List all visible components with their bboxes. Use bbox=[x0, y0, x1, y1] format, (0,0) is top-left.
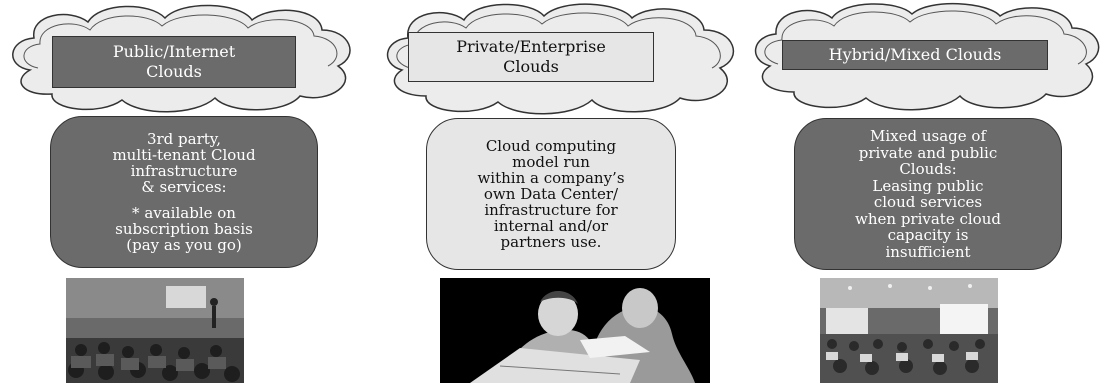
private-cloud-description: Cloud computing model run within a compa… bbox=[426, 118, 676, 270]
public-cloud-description: 3rd party, multi-tenant Cloud infrastruc… bbox=[50, 116, 318, 268]
private-cloud-column: Private/Enterprise Clouds Cloud computin… bbox=[380, 0, 750, 383]
private-cloud-title: Private/Enterprise Clouds bbox=[408, 32, 654, 82]
colleagues-illustration bbox=[440, 278, 710, 383]
public-cloud-description-text: 3rd party, multi-tenant Cloud infrastruc… bbox=[112, 130, 256, 196]
lecture-hall-photo bbox=[66, 278, 244, 383]
lecture-hall-image bbox=[66, 278, 244, 383]
hybrid-cloud-description-text: Mixed usage of private and public Clouds… bbox=[855, 127, 1001, 261]
hybrid-cloud-column: Hybrid/Mixed Clouds Mixed usage of priva… bbox=[748, 0, 1108, 383]
public-cloud-description-note: * available on subscription basis (pay a… bbox=[115, 204, 253, 254]
conference-room-photo bbox=[820, 278, 998, 383]
conference-room-image bbox=[820, 278, 998, 383]
hybrid-cloud-description: Mixed usage of private and public Clouds… bbox=[794, 118, 1062, 270]
private-cloud-description-text: Cloud computing model run within a compa… bbox=[477, 137, 625, 251]
public-cloud-column: Public/Internet Clouds 3rd party, multi-… bbox=[0, 0, 370, 383]
hybrid-cloud-title: Hybrid/Mixed Clouds bbox=[782, 40, 1048, 70]
public-cloud-title: Public/Internet Clouds bbox=[52, 36, 296, 88]
colleagues-image bbox=[440, 278, 710, 383]
